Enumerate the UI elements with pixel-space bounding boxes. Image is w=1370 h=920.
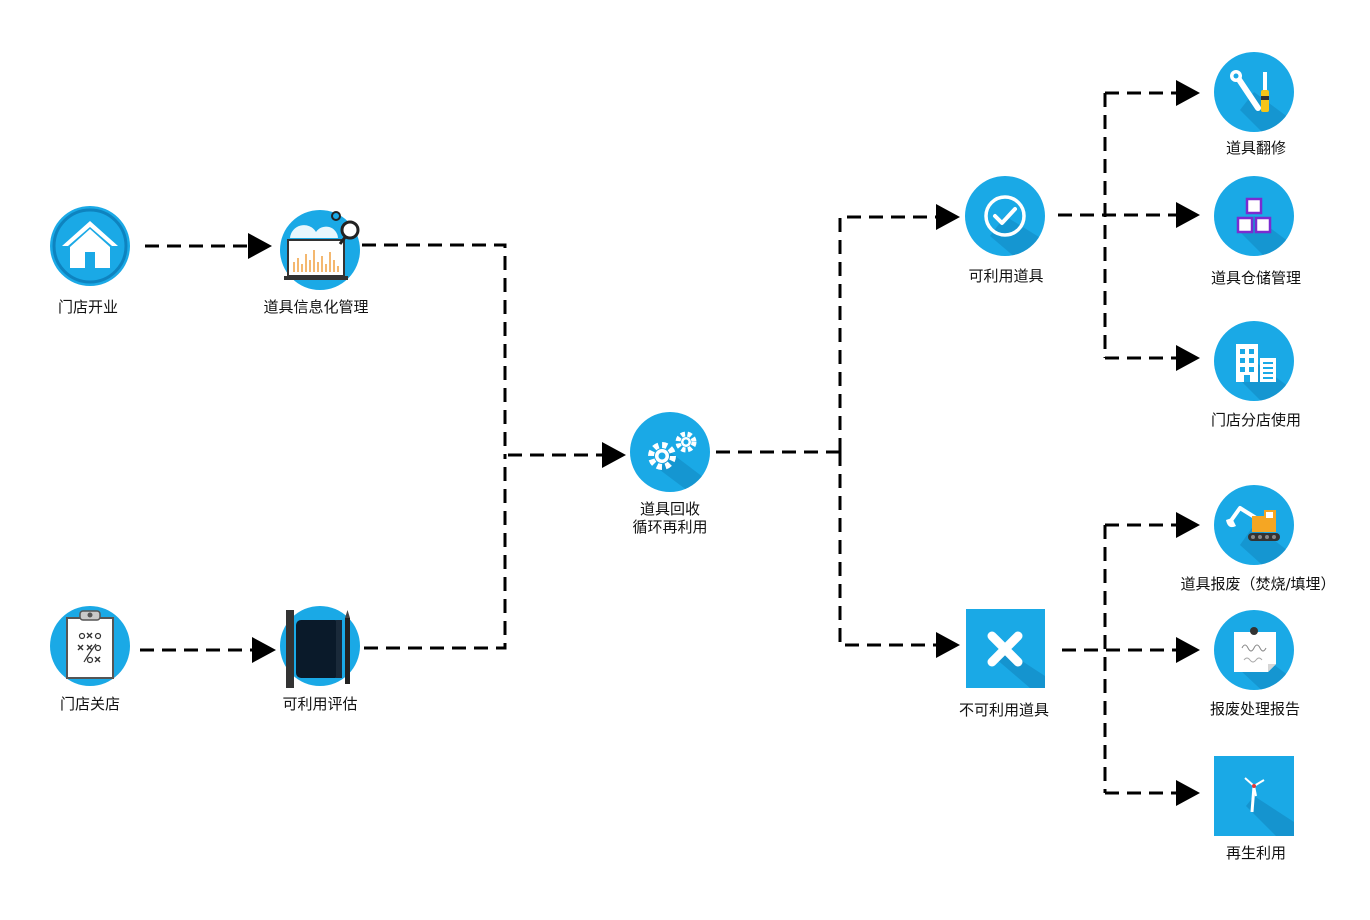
arrowhead xyxy=(936,632,960,658)
node-regenerate: 再生利用 xyxy=(1214,756,1294,862)
arrowhead xyxy=(1176,80,1200,106)
edge-split-to-unusable xyxy=(838,452,936,647)
clipboard-plan-icon xyxy=(66,610,114,679)
arrowhead xyxy=(1176,345,1200,371)
monitor-magnifier-icon xyxy=(284,211,360,280)
node-label: 道具信息化管理 xyxy=(263,298,368,316)
node-label: 道具翻修 xyxy=(1226,139,1286,157)
edge-info-to-merge xyxy=(362,243,507,455)
arrowhead xyxy=(1176,637,1200,663)
node-label: 不可利用道具 xyxy=(959,701,1049,719)
gears-icon xyxy=(648,431,697,470)
node-label: 门店关店 xyxy=(60,695,120,713)
node-refurbish: 道具翻修 xyxy=(1214,52,1294,157)
arrowhead xyxy=(602,442,626,468)
edges xyxy=(140,80,1200,806)
node-scrap-report: 报废处理报告 xyxy=(1210,610,1300,718)
node-branch-use: 门店分店使用 xyxy=(1211,321,1301,429)
edge-eval-to-merge xyxy=(364,455,507,650)
checkmark-icon xyxy=(984,195,1026,237)
buildings-icon xyxy=(1236,344,1276,382)
node-label: 可利用评估 xyxy=(282,695,357,713)
node-label: 报废处理报告 xyxy=(1210,700,1300,718)
house-icon xyxy=(62,221,118,268)
node-storage: 道具仓储管理 xyxy=(1211,176,1301,287)
node-label: 门店开业 xyxy=(58,298,118,316)
node-recycle: 道具回收 循环再利用 xyxy=(630,412,710,536)
wrench-screwdriver-icon xyxy=(1230,70,1269,112)
arrowhead xyxy=(252,637,276,663)
node-label: 道具仓储管理 xyxy=(1211,269,1301,287)
arrowhead xyxy=(936,204,960,230)
node-label-line2: 循环再利用 xyxy=(632,518,707,536)
node-store-close: 门店关店 xyxy=(50,606,130,713)
node-label: 道具报废（焚烧/填埋） xyxy=(1180,575,1335,593)
wind-turbine-icon xyxy=(1244,777,1265,813)
cross-icon xyxy=(987,631,1023,667)
arrowhead xyxy=(1176,512,1200,538)
arrowhead xyxy=(1176,202,1200,228)
excavator-icon xyxy=(1226,506,1280,541)
node-label: 门店分店使用 xyxy=(1211,411,1301,429)
node-label-line1: 道具回收 xyxy=(640,500,700,518)
node-store-open: 门店开业 xyxy=(50,206,130,316)
node-usable-eval: 可利用评估 xyxy=(280,606,360,713)
node-label: 可利用道具 xyxy=(968,267,1043,285)
node-label: 再生利用 xyxy=(1226,844,1286,862)
node-info-management: 道具信息化管理 xyxy=(263,210,369,316)
boxes-icon xyxy=(1236,197,1272,234)
arrowhead xyxy=(248,233,272,259)
notebook-pen-icon xyxy=(286,610,350,688)
arrowhead xyxy=(1176,780,1200,806)
edge-split-to-usable xyxy=(838,215,936,452)
node-usable: 可利用道具 xyxy=(965,176,1045,285)
note-pin-icon xyxy=(1234,627,1276,672)
node-scrap: 道具报废（焚烧/填埋） xyxy=(1180,485,1336,593)
node-unusable: 不可利用道具 xyxy=(959,609,1049,719)
